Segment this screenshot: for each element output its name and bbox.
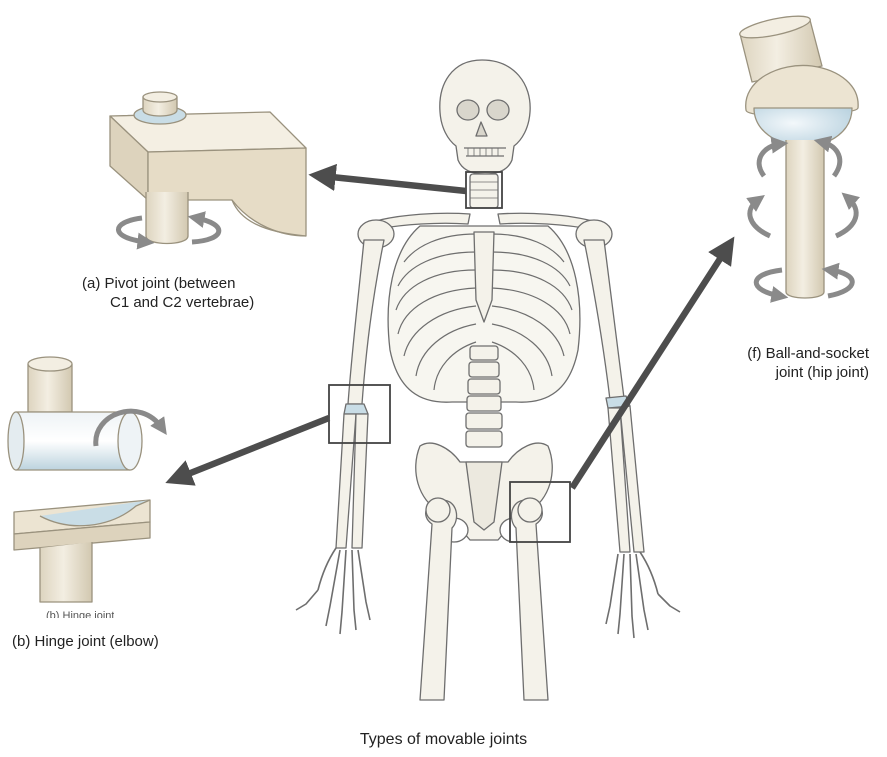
hinge-partial-label: (b) Hinge joint [46, 610, 114, 618]
figure-caption: Types of movable joints [0, 731, 887, 749]
ball-socket-joint-label: (f) Ball-and-socket joint (hip joint) [747, 344, 869, 382]
pivot-joint-label: (a) Pivot joint (between C1 and C2 verte… [82, 274, 254, 312]
ball-and-socket-joint-model [738, 12, 858, 298]
hinge-joint-model [8, 357, 162, 602]
ball-label-line2: joint (hip joint) [747, 363, 869, 382]
skeleton-figure [296, 60, 680, 700]
ball-label-line1: (f) Ball-and-socket [747, 344, 869, 363]
skull [440, 60, 530, 174]
pivot-label-line1: (a) Pivot joint (between [82, 274, 254, 293]
hinge-pointer-arrow [178, 418, 329, 478]
pivot-label-line2: C1 and C2 vertebrae) [82, 293, 254, 312]
pivot-joint-model [110, 92, 306, 244]
hinge-joint-label: (b) Hinge joint (elbow) [12, 632, 159, 651]
pivot-pointer-arrow [322, 176, 466, 191]
